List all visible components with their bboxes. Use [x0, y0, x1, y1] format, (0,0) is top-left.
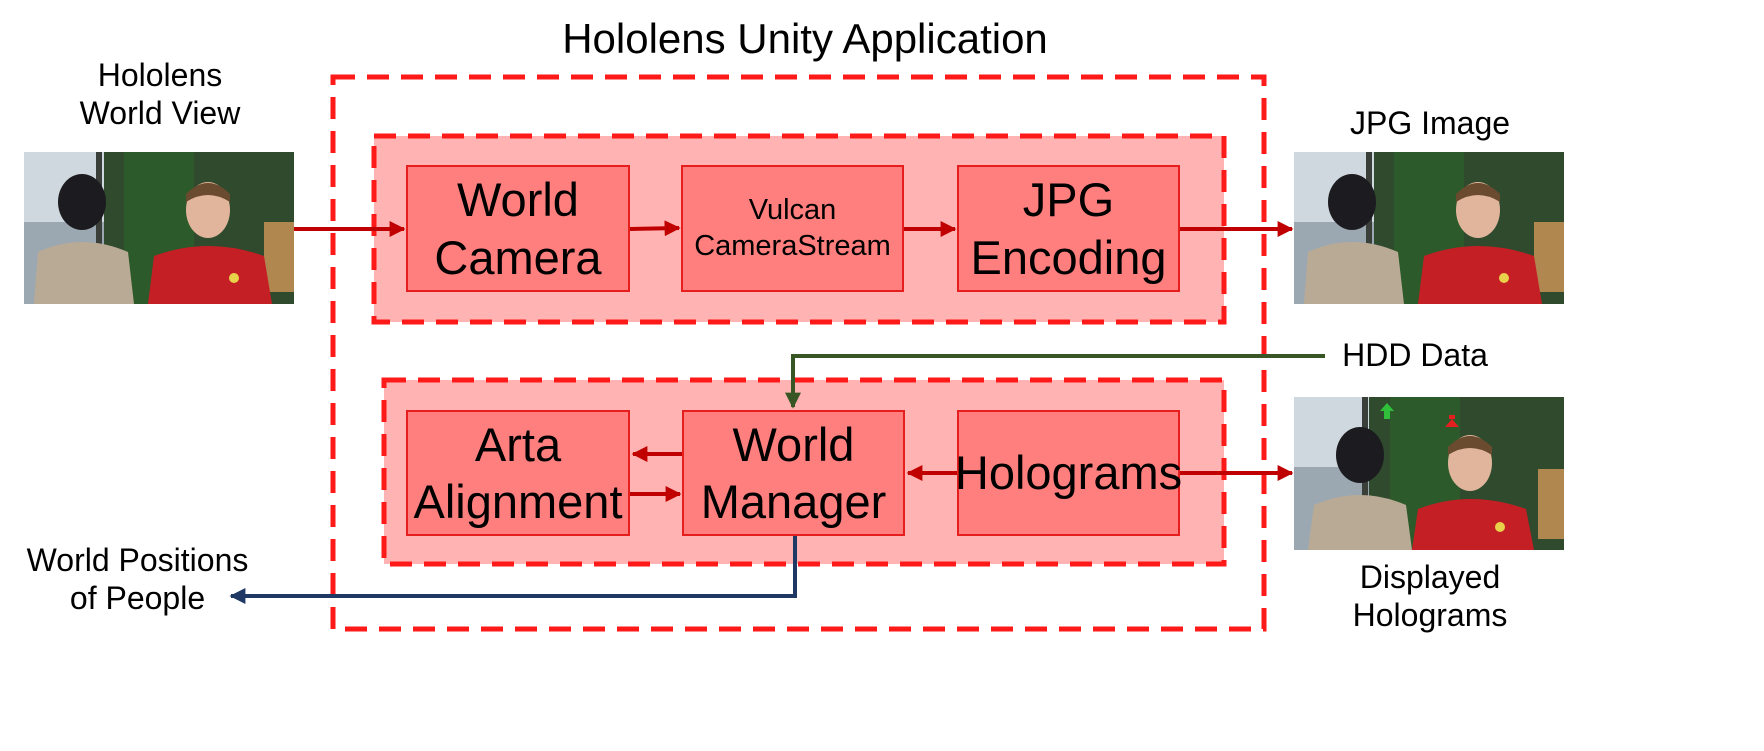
world-positions-label: World Positions of People: [26, 542, 249, 617]
hdd-data-label: HDD Data: [1330, 336, 1500, 375]
top-pipeline-border: [371, 133, 1227, 325]
world-camera-block: World Camera: [406, 165, 630, 292]
jpg-image-label: JPG Image: [1349, 105, 1511, 141]
jpg-encoding-block: JPG Encoding: [957, 165, 1180, 292]
red-arrow-icon: [1445, 415, 1459, 427]
displayed-holograms-image: [1294, 397, 1564, 550]
arrow-world-positions: [229, 536, 797, 604]
green-arrow-icon: [1380, 403, 1394, 419]
jpg-output-image: [1294, 152, 1564, 304]
world-view-image: [24, 152, 294, 304]
vulcan-camerastream-block: Vulcan CameraStream: [681, 165, 904, 292]
arrow-hdd-data: [785, 354, 1325, 409]
application-boundary: [330, 74, 1267, 632]
world-manager-block: World Manager: [682, 410, 905, 536]
holograms-block: Holograms: [955, 410, 1182, 536]
diagram-title: Hololens Unity Application: [562, 15, 1048, 62]
arta-alignment-block: Arta Alignment: [406, 410, 630, 536]
bottom-pipeline-border: [381, 377, 1227, 567]
arrow-camera-to-vulcan: [629, 220, 681, 237]
displayed-holograms-label: Displayed Holograms: [1352, 559, 1508, 634]
world-view-label: Hololens World View: [79, 57, 241, 132]
